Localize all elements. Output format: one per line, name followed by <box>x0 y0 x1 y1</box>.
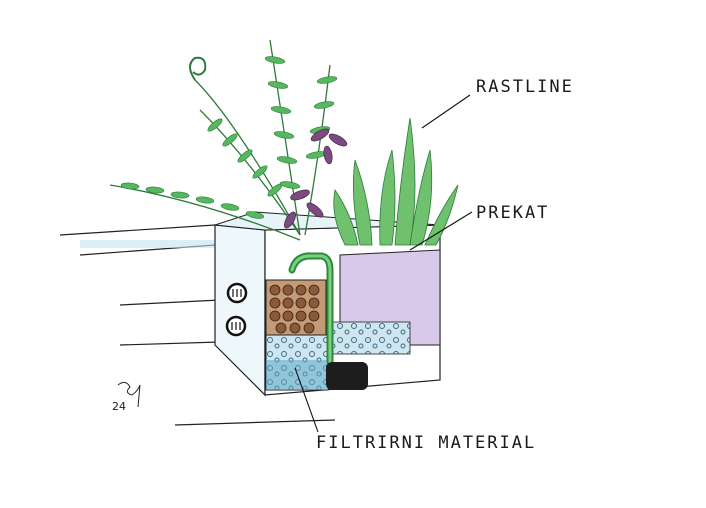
label-partition: PREKAT <box>476 203 549 223</box>
wall-fittings <box>225 282 248 337</box>
signature: 24 <box>112 381 141 413</box>
plants <box>109 39 459 246</box>
label-filter-material: FILTRIRNI MATERIAL <box>316 433 536 453</box>
partition-stones <box>329 321 411 355</box>
label-plants: RASTLINE <box>476 77 574 97</box>
filter-media <box>265 279 329 391</box>
water-surface <box>80 240 215 248</box>
partition-compartment <box>339 249 441 346</box>
leader-lines <box>294 94 473 433</box>
water-pump <box>288 252 368 390</box>
signature-text: 24 <box>112 400 126 413</box>
